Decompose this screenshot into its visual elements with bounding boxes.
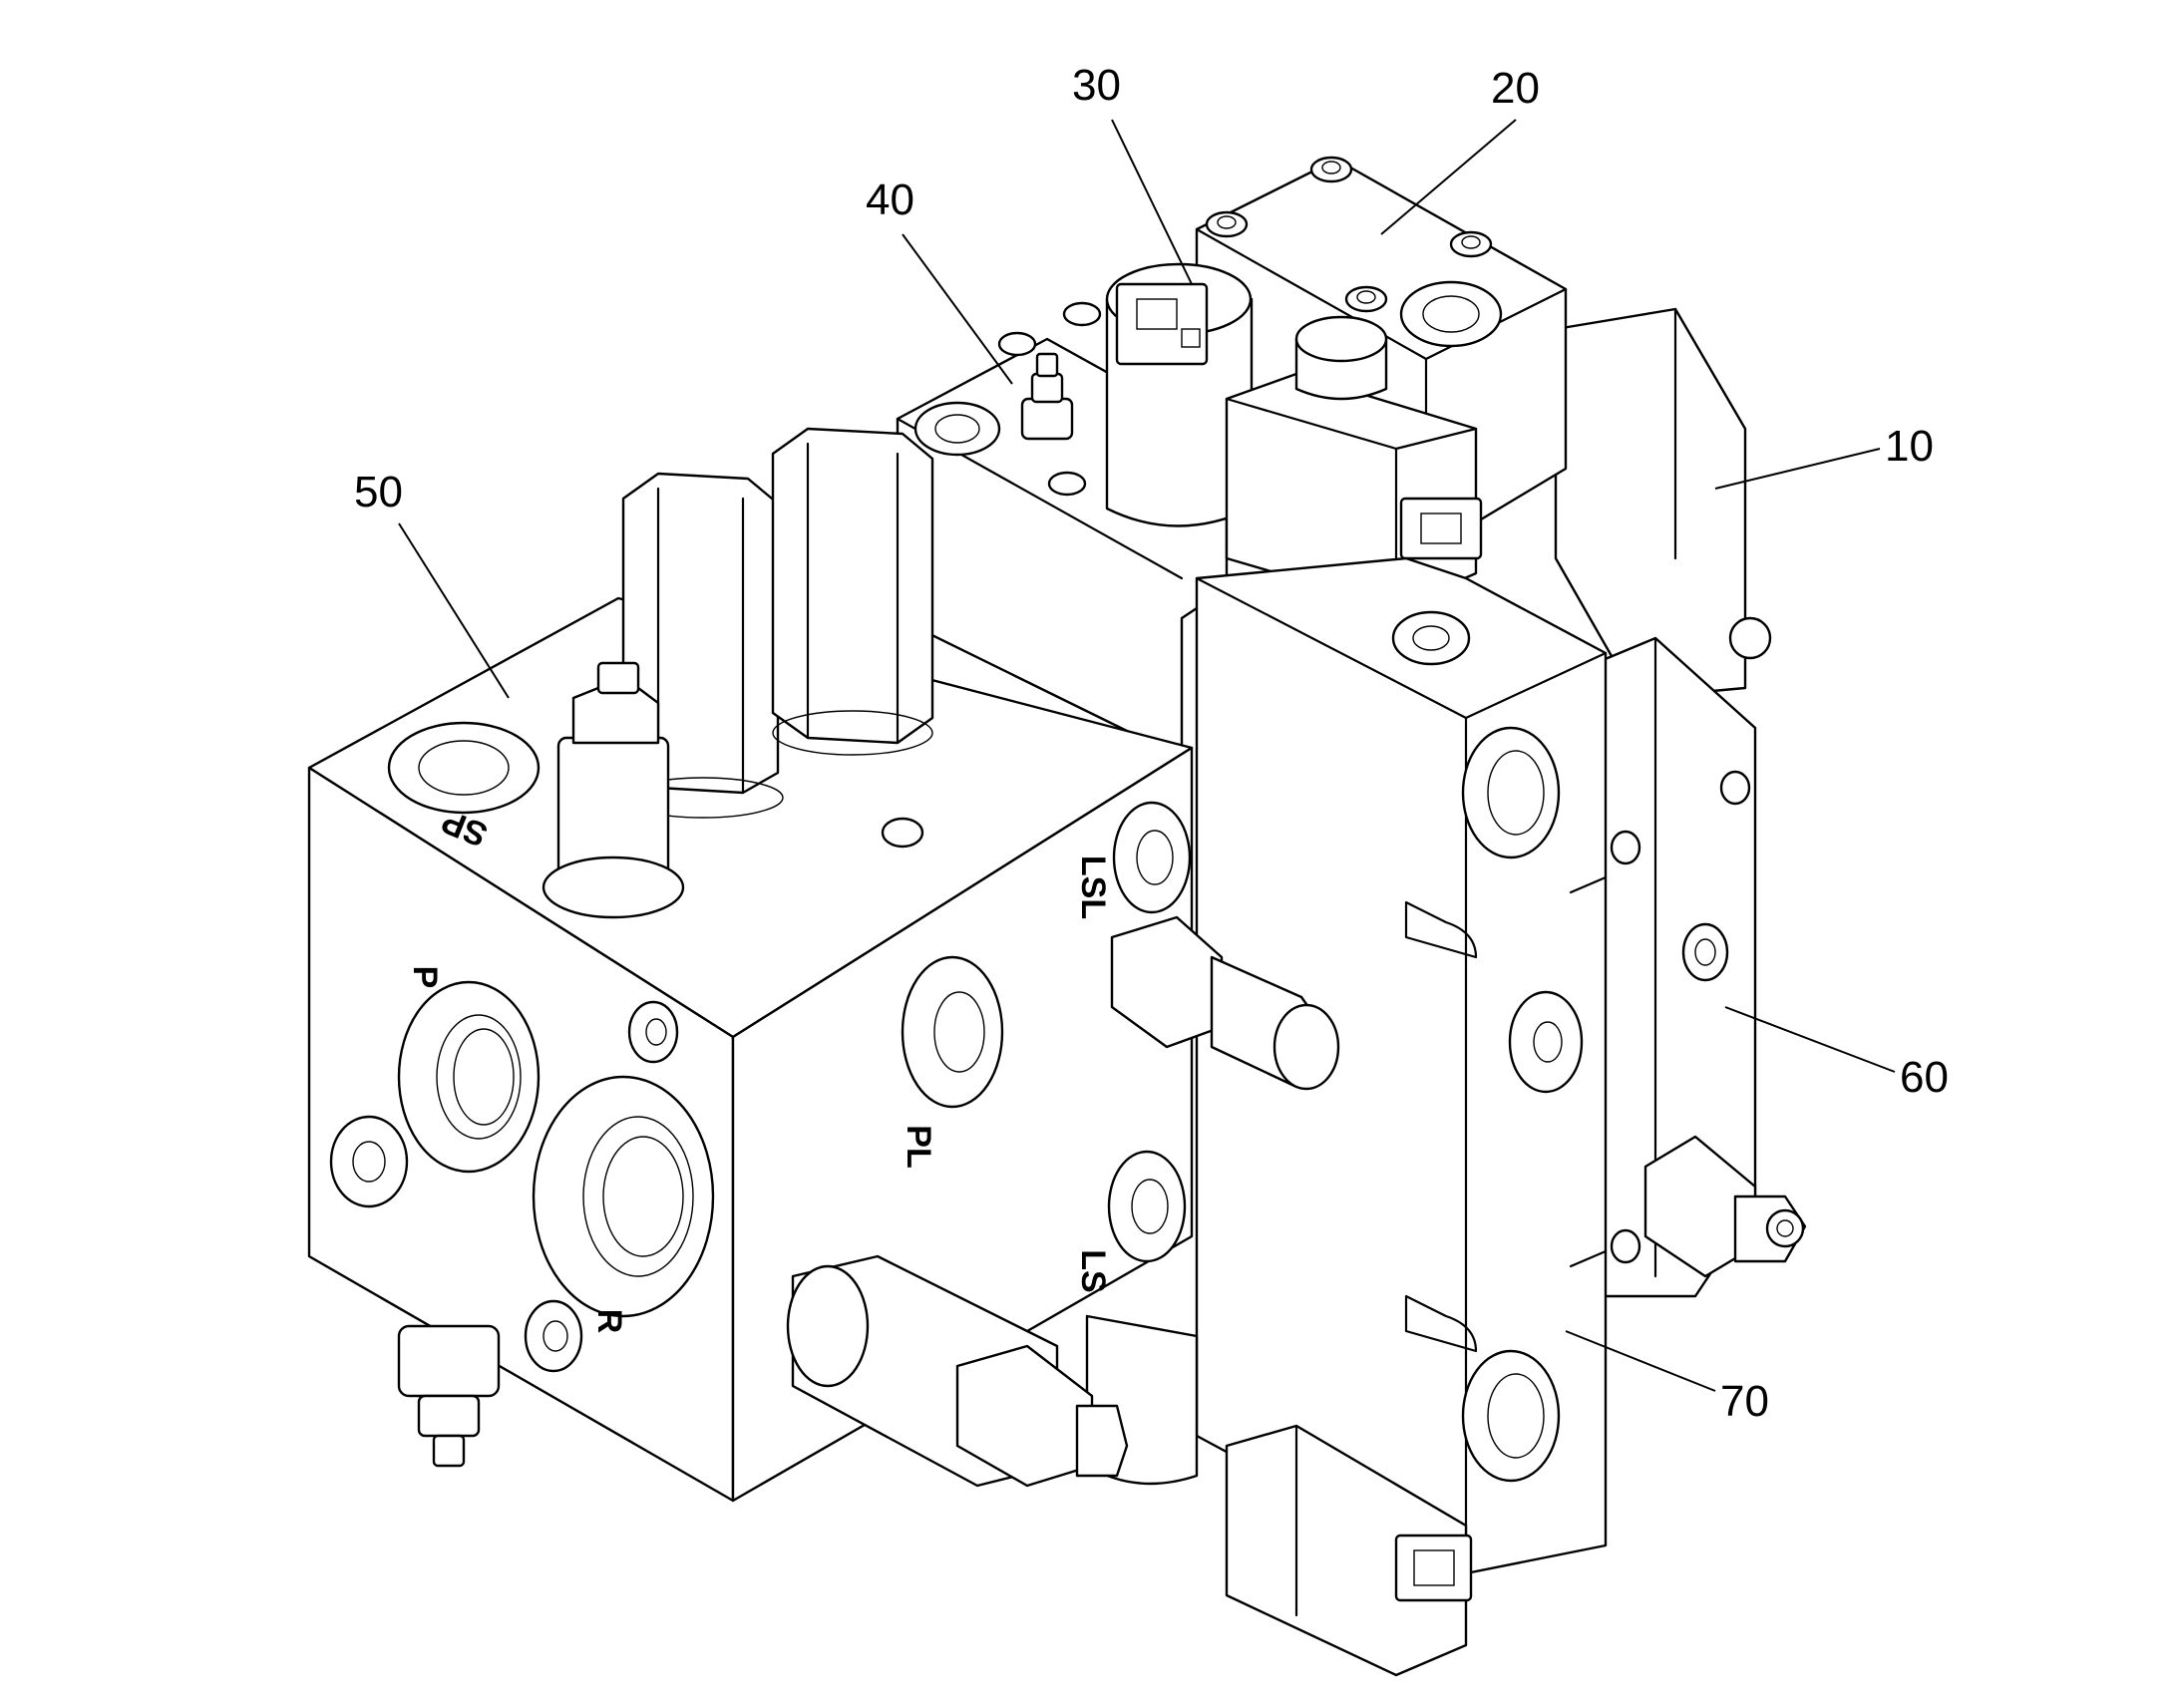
label-p: P <box>406 966 444 989</box>
lower-solenoid <box>786 1254 1129 1488</box>
coil-bottom <box>1225 1424 1473 1677</box>
leader-40 <box>902 233 1013 385</box>
valve-block-10 <box>1554 307 1772 700</box>
leader-60 <box>1724 1006 1896 1073</box>
sp-port <box>387 721 541 815</box>
valve-block-70 <box>1195 556 1608 1577</box>
fitting-40 <box>1020 352 1074 441</box>
ref-50: 50 <box>354 468 403 516</box>
label-r: R <box>590 1309 628 1334</box>
ref-10: 10 <box>1885 422 1934 471</box>
ref-60: 60 <box>1900 1053 1949 1102</box>
valve-block-60 <box>1594 636 1807 1298</box>
fitting-60 <box>1643 1135 1807 1278</box>
screw-icon <box>329 1000 679 1373</box>
label-pl: PL <box>900 1125 937 1168</box>
r-port <box>532 1075 715 1318</box>
leader-70 <box>1565 1330 1716 1392</box>
coil-top <box>1225 315 1483 610</box>
leader-10 <box>1714 448 1881 490</box>
screw-icon <box>881 817 924 849</box>
bolt-icon <box>997 301 1102 497</box>
lsl-port <box>1112 801 1192 914</box>
solenoid-30 <box>1105 262 1254 527</box>
ls-port <box>1107 1150 1187 1263</box>
pl-port <box>901 955 1004 1109</box>
leader-30 <box>1111 119 1193 285</box>
bottom-fitting <box>397 1324 501 1468</box>
label-lsl: LSL <box>1074 855 1112 919</box>
lsl-hose-fitting <box>1110 915 1340 1091</box>
ref-20: 20 <box>1491 64 1540 113</box>
ref-30: 30 <box>1072 61 1121 110</box>
test-fitting <box>542 661 685 919</box>
hex-plug-right <box>771 427 934 756</box>
label-ls: LS <box>1074 1249 1112 1292</box>
leader-20 <box>1380 119 1517 235</box>
ref-40: 40 <box>866 175 914 224</box>
ref-70: 70 <box>1720 1377 1769 1426</box>
p-port <box>397 980 541 1174</box>
bolt-icon <box>1205 156 1493 313</box>
leader-50 <box>398 522 510 699</box>
